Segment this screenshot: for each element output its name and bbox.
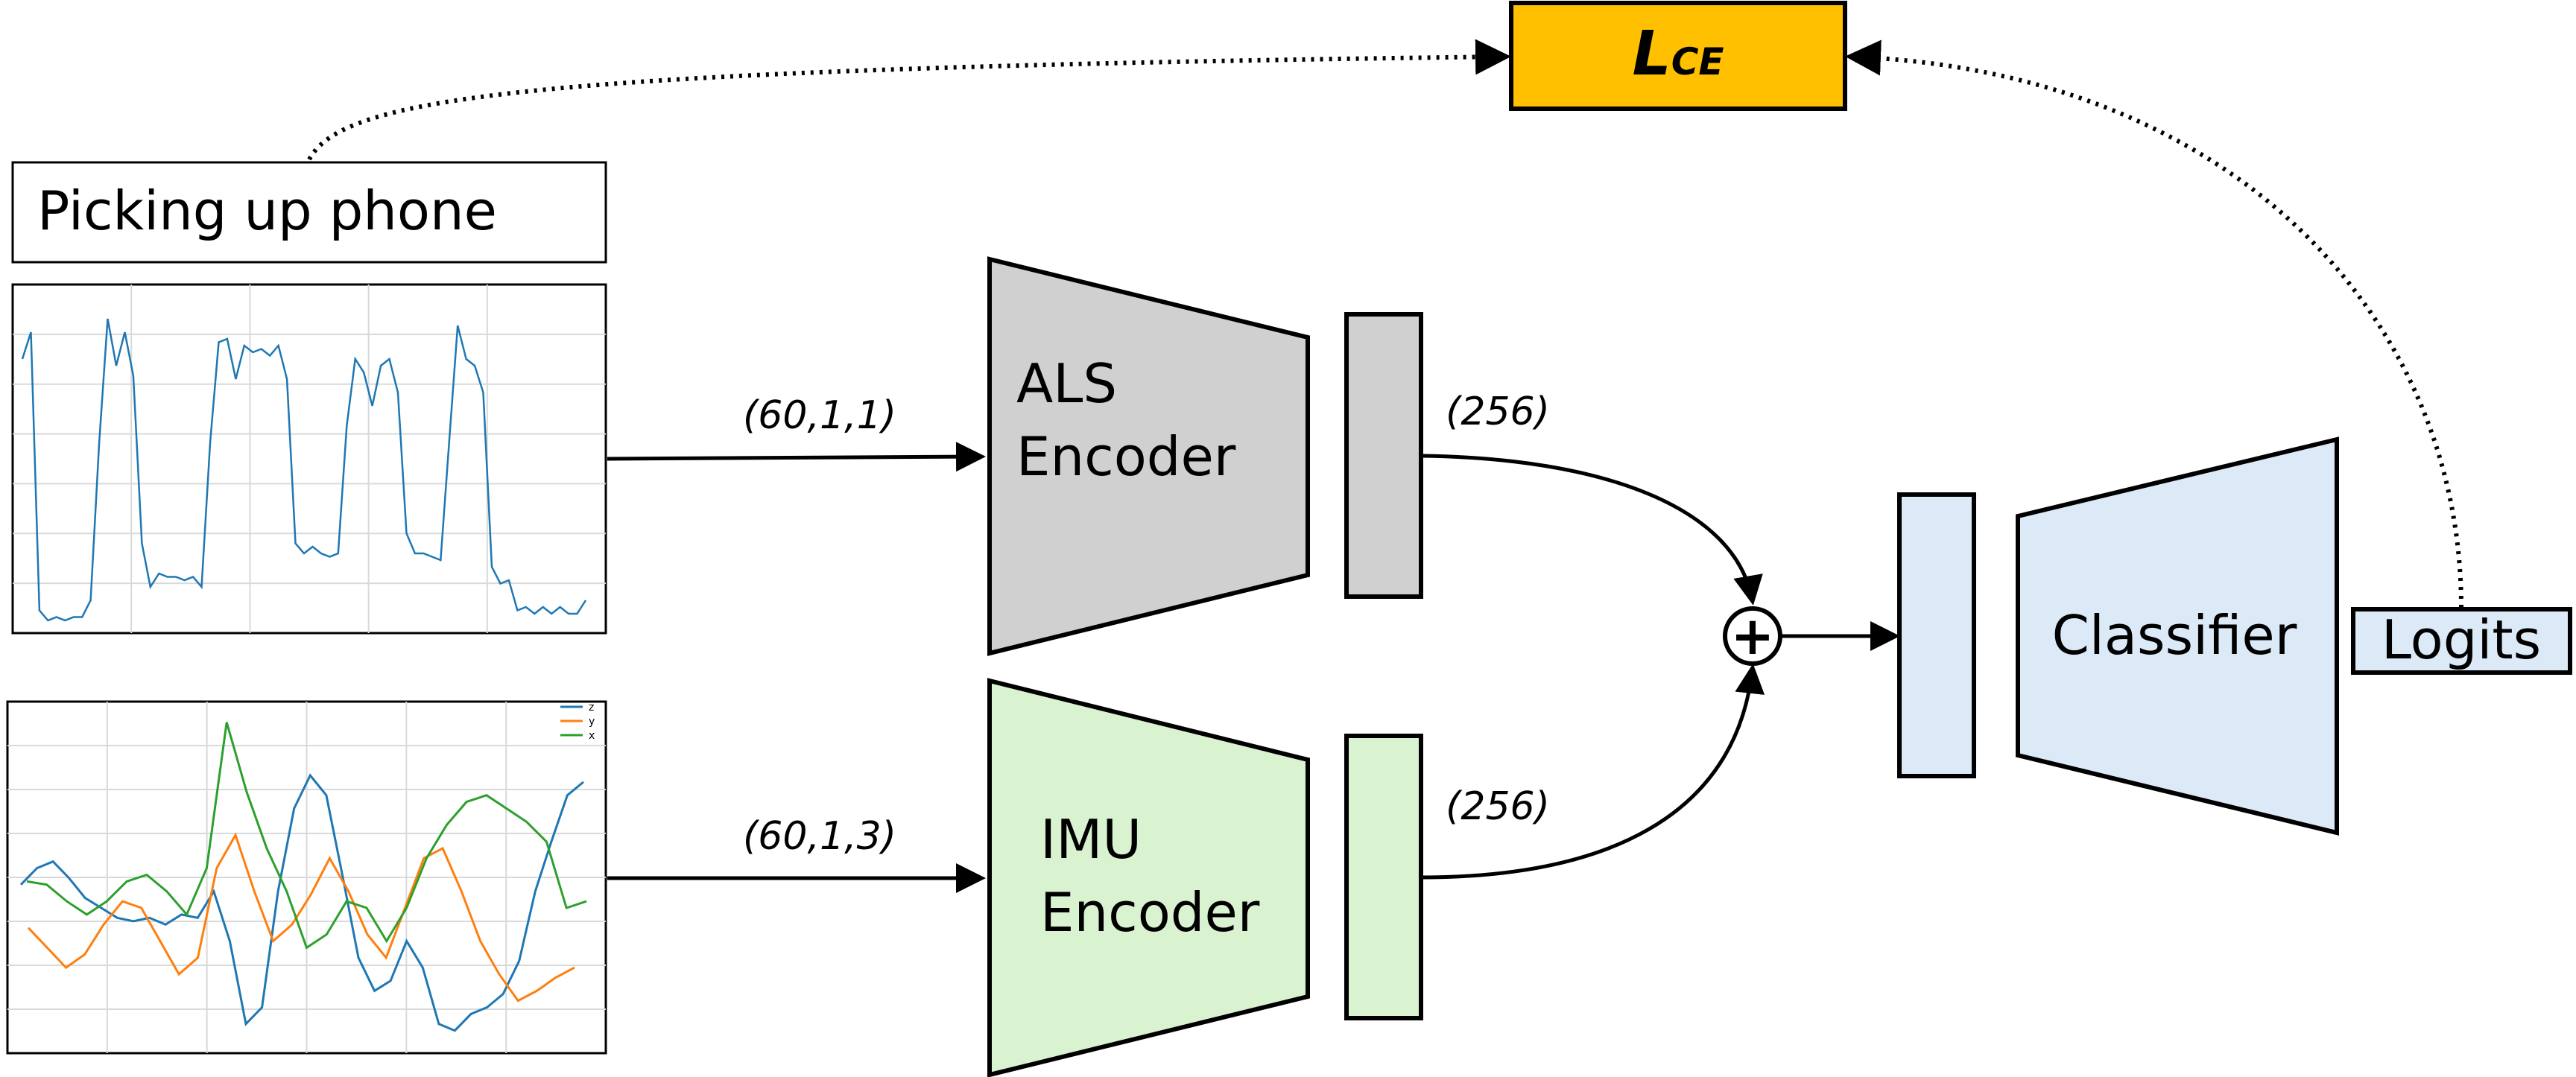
als-plot-frame [11, 283, 607, 635]
imu-encoder-shape [987, 678, 1310, 1077]
imu-embedding-block [1344, 734, 1423, 1020]
legend-y-label: y [589, 716, 595, 728]
fusion-symbol: + [1731, 606, 1775, 667]
classifier-input-block [1897, 492, 1976, 778]
logits-to-loss-arrow [1845, 39, 2463, 609]
als-embedding-dim: (256) [1446, 390, 1550, 434]
loss-box: LCE [1509, 1, 1847, 111]
imu-encoder-label-line1: IMU [1040, 808, 1142, 871]
legend-x-label: x [589, 730, 595, 742]
als-series-line [21, 318, 587, 622]
als-signal-plot [11, 283, 607, 635]
imu-input-shape: (60,1,3) [743, 814, 896, 859]
classifier-label: Classifier [2052, 604, 2297, 667]
logits-label: Logits [2382, 609, 2541, 671]
classifier: Classifier [2016, 436, 2339, 836]
imu-encoder: IMU Encoder [987, 678, 1310, 1077]
als-input-shape: (60,1,1) [743, 393, 896, 438]
activity-label-box [11, 161, 607, 264]
fusion-node: + [1723, 606, 1782, 667]
activity-label: Picking up phone [37, 180, 497, 242]
imu-series-y-line [27, 832, 575, 1003]
imu-encoder-label-line2: Encoder [1040, 881, 1260, 944]
loss-box-rect [1509, 1, 1847, 111]
als-encoder-label-line2: Encoder [1016, 425, 1236, 488]
imu-series-x-line [26, 722, 587, 950]
loss-symbol: L [1632, 19, 1671, 89]
logits-box [2351, 607, 2572, 675]
imu-embedding-dim: (256) [1446, 784, 1550, 829]
imu-signal-plot: z y x [6, 700, 607, 1055]
label-to-loss-arrow [307, 39, 1511, 161]
imu-to-fusion-arrow [1420, 664, 1765, 880]
als-encoder: ALS Encoder [987, 256, 1310, 656]
als-encoder-shape [987, 256, 1310, 656]
als-encoder-label-line1: ALS [1016, 352, 1117, 415]
als-input-arrow [607, 442, 986, 472]
legend-z-label: z [589, 702, 594, 714]
imu-series-z-line [19, 773, 584, 1032]
classifier-shape [2016, 436, 2339, 836]
als-to-fusion-arrow [1420, 454, 1763, 606]
imu-legend: z y x [560, 702, 595, 742]
als-embedding-block [1344, 312, 1423, 599]
loss-label: LCE [1632, 19, 1724, 89]
loss-subscript: CE [1671, 40, 1724, 83]
